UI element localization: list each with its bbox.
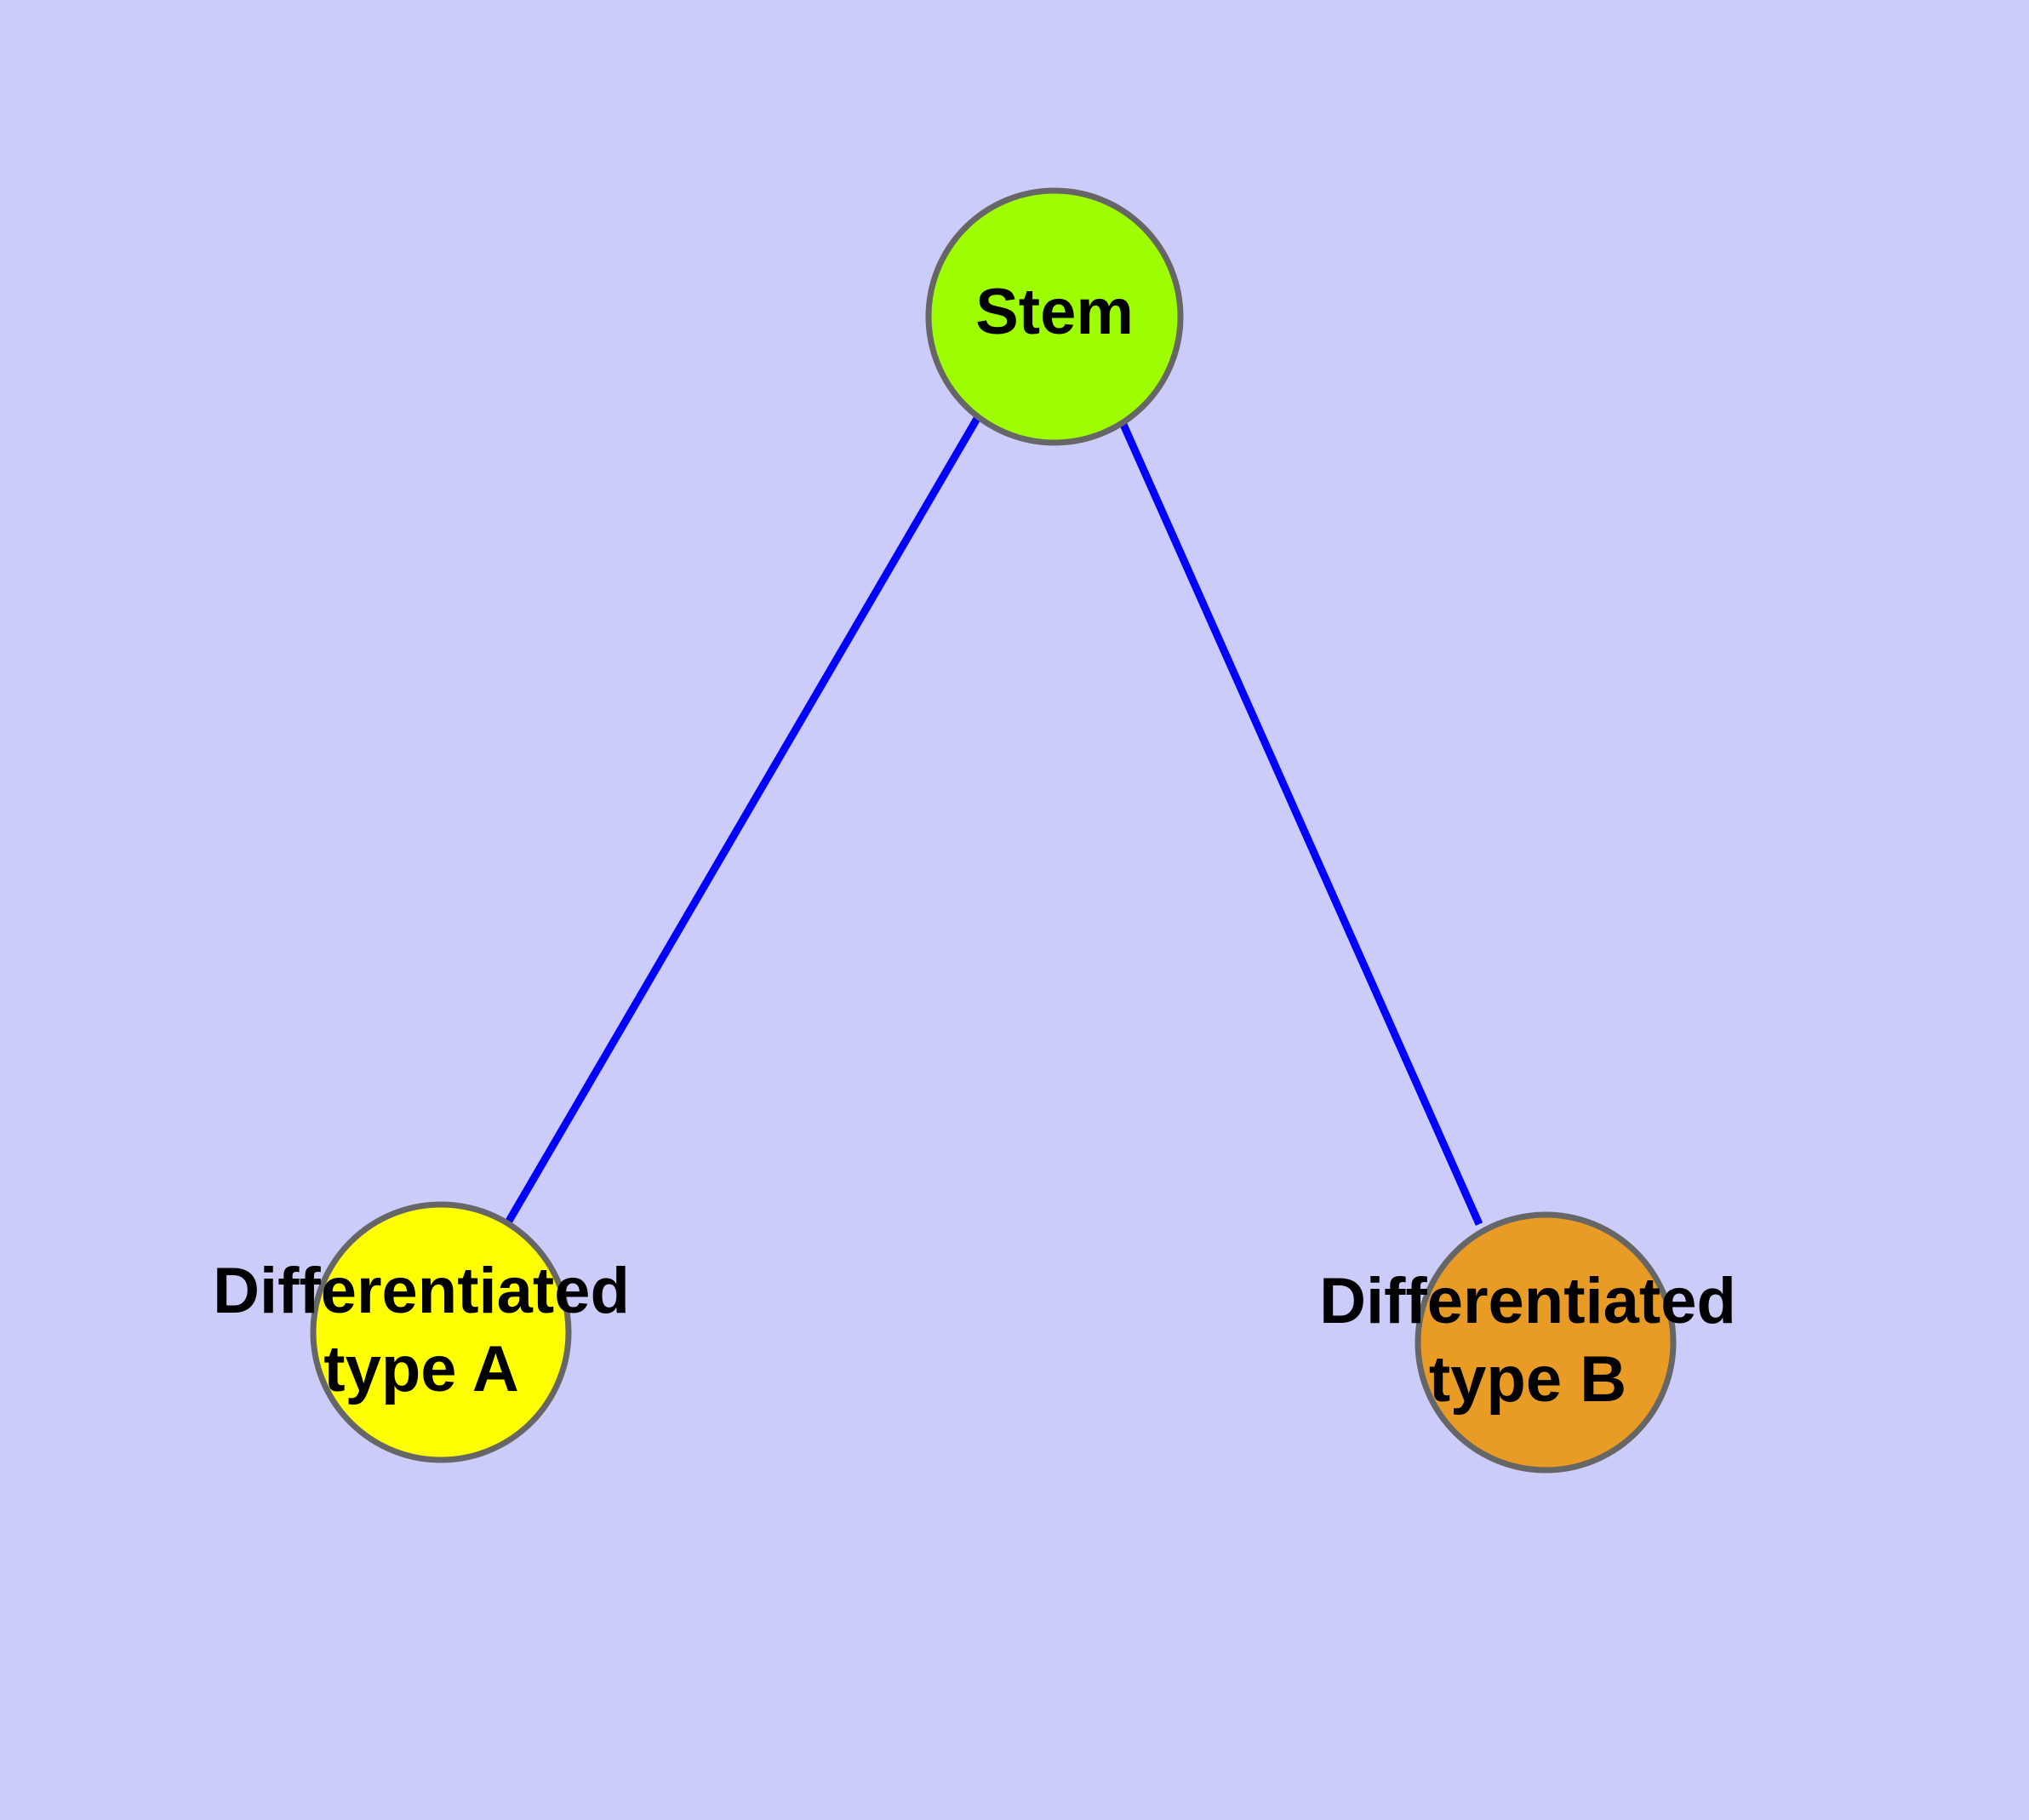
edges-layer [505, 415, 1483, 1226]
node-diff_a[interactable] [310, 1201, 572, 1463]
node-diff_b[interactable] [1415, 1211, 1677, 1474]
node-label-line: type B [1429, 1343, 1626, 1416]
edge-stem-to-diff-b[interactable] [1117, 417, 1483, 1226]
node-stem[interactable] [925, 187, 1184, 446]
node-circle-diff_a[interactable] [310, 1201, 572, 1463]
node-label-line: type A [323, 1333, 518, 1405]
node-circle-diff_b[interactable] [1415, 1211, 1677, 1474]
node-label-stem: Stem [975, 276, 1134, 348]
node-label-line: Differentiated [213, 1255, 630, 1327]
node-label-line: Stem [975, 276, 1134, 348]
edge-stem-to-diff-a[interactable] [505, 415, 981, 1225]
node-label-line: Differentiated [1319, 1265, 1736, 1337]
node-circle-stem[interactable] [925, 187, 1184, 446]
